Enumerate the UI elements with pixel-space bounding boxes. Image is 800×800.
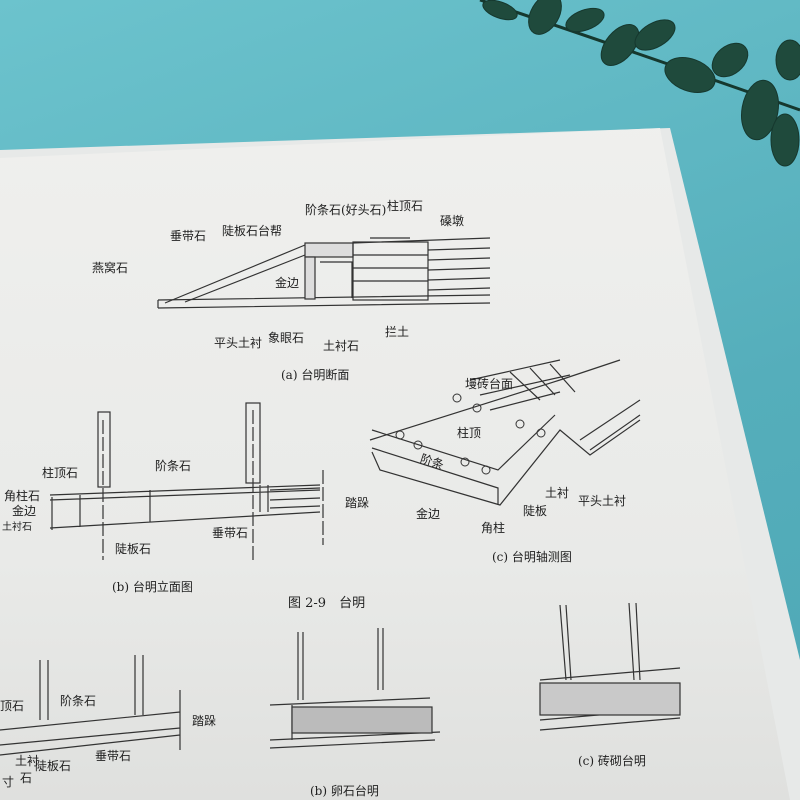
label-jinbian-b: 金边 <box>12 504 37 518</box>
label-jinbian-c: 金边 <box>416 507 441 521</box>
label-doubanshi-taibang: 陡板石台帮 <box>222 224 283 238</box>
label-xiangyanshi: 象眼石 <box>268 331 305 345</box>
label-doubanshi-b: 陡板石 <box>115 542 152 556</box>
label-jietiaoshi-b: 阶条石 <box>155 459 192 473</box>
lower-figures-drawing <box>0 602 681 756</box>
label-jiaozhushi: 角柱石 <box>4 489 41 503</box>
label-lantu: 拦土 <box>385 325 410 339</box>
label-zhuding-c: 柱顶 <box>457 426 482 440</box>
label-dingshi-lower: 顶石 <box>0 699 25 713</box>
label-douban-c: 陡板 <box>523 504 548 518</box>
label-jietiaoshi-lower: 阶条石 <box>60 694 97 708</box>
caption-figure-a: (a) 台明断面 <box>281 368 350 382</box>
label-jinbian: 金边 <box>275 276 300 290</box>
caption-luanshi-taiming: (b) 卵石台明 <box>310 784 379 798</box>
label-chuidaishi: 垂带石 <box>170 229 207 243</box>
label-pingtou-tuchen: 平头土衬 <box>214 336 263 350</box>
caption-figure-c: (c) 台明轴测图 <box>492 550 572 564</box>
label-sangdun: 磉墩 <box>440 214 465 228</box>
label-jiaozhu-c: 角柱 <box>481 521 506 535</box>
label-zhudingshi: 柱顶石 <box>387 199 424 213</box>
label-zhudingshi-b: 柱顶石 <box>42 466 79 480</box>
label-tacai-lower: 踏跺 <box>192 714 217 728</box>
label-tuchen-c: 土衬 <box>545 486 570 500</box>
caption-figure-b: (b) 台明立面图 <box>112 580 193 594</box>
label-tacai-b: 踏跺 <box>345 496 370 510</box>
label-manzhuan-taimian: 墁砖台面 <box>465 377 514 391</box>
label-pingtou-tuchen-c: 平头土衬 <box>578 494 627 508</box>
label-jietiaoshi: 阶条石(好头石) <box>305 203 387 217</box>
label-yanwoshi: 燕窝石 <box>92 261 129 275</box>
figure-b-drawing <box>49 402 324 560</box>
label-tuchenshi: 土衬石 <box>323 339 360 353</box>
figure-title: 图 2-9 台明 <box>288 596 366 611</box>
label-doubanshi-lower: 陡板石 <box>35 759 72 773</box>
label-chuidaishi-b: 垂带石 <box>212 526 249 540</box>
label-shi-lower: 石 <box>20 771 33 785</box>
figure-a-drawing <box>157 237 491 309</box>
label-tuchen-lower: 土衬 <box>15 754 40 768</box>
label-tuchenshi-b: 土衬石 <box>2 522 32 533</box>
figure-c-drawing <box>369 359 641 506</box>
caption-zhuanqi-taiming: (c) 砖砌台明 <box>578 754 646 768</box>
label-cun-lower: 寸 <box>2 775 15 789</box>
label-chuidaishi-lower: 垂带石 <box>95 749 132 763</box>
